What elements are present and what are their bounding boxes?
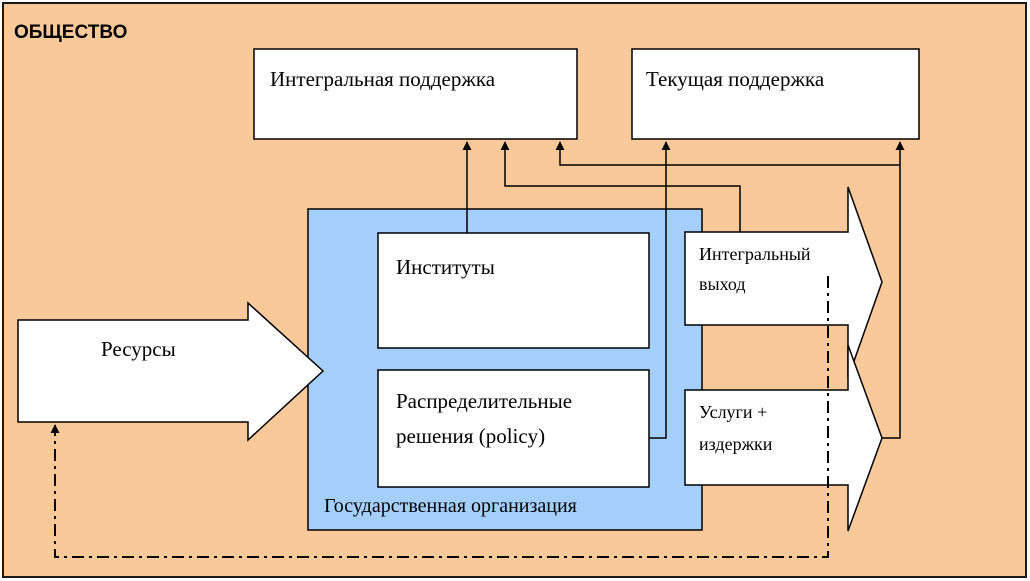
integral-output-line2: выход xyxy=(699,274,746,294)
services-costs-arrow xyxy=(684,344,883,532)
feedback-dashdot-loop xyxy=(50,276,829,558)
connector-services-to-current xyxy=(882,141,905,439)
resources-arrow xyxy=(17,301,325,442)
distributive-decisions-line2: решения (policy) xyxy=(396,424,545,448)
services-costs-line1: Услуги + xyxy=(699,402,767,422)
resources-label: Ресурсы xyxy=(101,337,176,361)
connector-services-to-integral xyxy=(555,141,900,166)
connector-output-to-integral xyxy=(500,141,741,232)
integral-output-line1: Интегральный xyxy=(699,244,811,264)
institutions-box xyxy=(377,232,650,349)
integral-output-arrow xyxy=(684,186,883,379)
state-organization-label: Государственная организация xyxy=(324,495,577,517)
services-costs-line2: издержки xyxy=(699,434,773,454)
institutions-label: Институты xyxy=(396,255,495,279)
society-label: ОБЩЕСТВО xyxy=(14,22,127,43)
distributive-decisions-box xyxy=(377,369,650,488)
current-support-box xyxy=(631,48,920,140)
current-support-label: Текущая поддержка xyxy=(646,67,825,91)
distributive-decisions-line1: Распределительные xyxy=(396,389,572,413)
connector-policy-to-current xyxy=(649,141,671,439)
integral-support-box xyxy=(253,48,578,140)
integral-support-label: Интегральная поддержка xyxy=(270,67,496,91)
